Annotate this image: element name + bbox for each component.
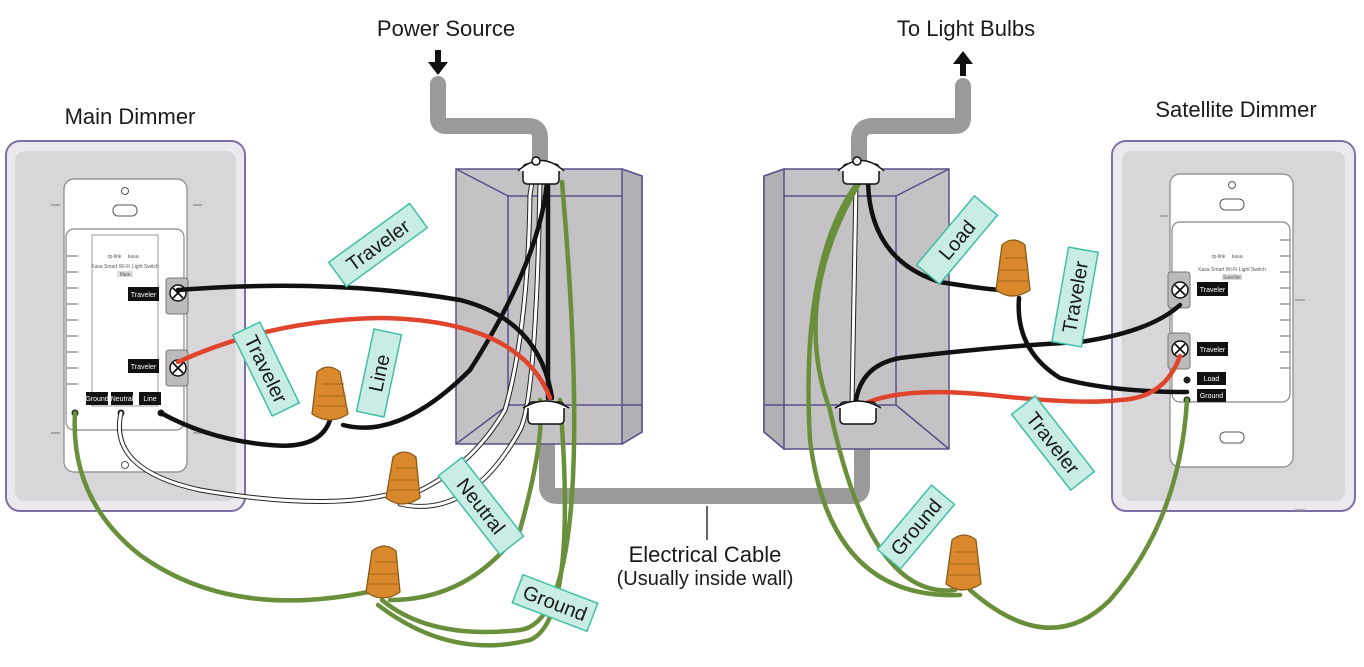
main-terminal-traveler-2: Traveler bbox=[131, 364, 157, 371]
main-terminal-ground: Ground bbox=[85, 396, 108, 403]
main-dimmer-device: tp-link kasa Kasa Smart Wi-Fi Light Swit… bbox=[5, 140, 246, 512]
arrow-up-icon bbox=[953, 51, 973, 76]
tag-neutral: Neutral bbox=[437, 456, 525, 556]
main-model-badge: Main bbox=[120, 272, 131, 278]
main-terminal-traveler-1: Traveler bbox=[131, 292, 157, 299]
satellite-brand-tplink: tp-link bbox=[1212, 254, 1226, 260]
tag-traveler-main-top: Traveler bbox=[327, 202, 429, 288]
main-product-name: Kasa Smart Wi-Fi Light Switch bbox=[91, 264, 159, 270]
main-dimmer-label: Main Dimmer bbox=[65, 104, 196, 129]
electrical-cable-label: Electrical Cable bbox=[629, 542, 782, 567]
main-terminal-line: Line bbox=[143, 396, 156, 403]
tag-line: Line bbox=[355, 328, 403, 418]
wires bbox=[72, 179, 1190, 648]
wire-nut-icon bbox=[995, 239, 1031, 297]
satellite-terminal-traveler-2: Traveler bbox=[1200, 347, 1226, 354]
satellite-terminal-traveler-1: Traveler bbox=[1200, 287, 1226, 294]
conduits bbox=[430, 76, 971, 504]
satellite-terminal-ground: Ground bbox=[1200, 393, 1223, 400]
main-terminal-neutral: Neutral bbox=[111, 396, 134, 403]
main-brand-kasa: kasa bbox=[128, 254, 139, 260]
to-light-bulbs-label: To Light Bulbs bbox=[897, 16, 1035, 41]
wire-nut-icon bbox=[311, 366, 349, 421]
wire-nut-icon bbox=[365, 545, 401, 599]
cable-clamps bbox=[517, 156, 885, 425]
tag-ground-left: Ground bbox=[511, 573, 599, 633]
satellite-dimmer-device: tp-link kasa Kasa Smart Wi-Fi Light Swit… bbox=[1111, 140, 1356, 512]
arrow-down-icon bbox=[428, 50, 448, 75]
usually-inside-wall-label: (Usually inside wall) bbox=[617, 568, 794, 590]
screw-icon bbox=[1171, 340, 1189, 358]
screw-icon bbox=[1171, 281, 1189, 299]
satellite-product-name: Kasa Smart Wi-Fi Light Switch bbox=[1198, 267, 1266, 273]
satellite-switch-body bbox=[1171, 221, 1291, 403]
power-source-label: Power Source bbox=[377, 16, 515, 41]
satellite-dimmer-label: Satellite Dimmer bbox=[1155, 97, 1316, 122]
satellite-model-badge: Satellite bbox=[1223, 275, 1241, 281]
satellite-brand-kasa: kasa bbox=[1232, 254, 1243, 260]
tag-ground-right: Ground bbox=[876, 484, 956, 570]
tag-traveler-sat-bottom: Traveler bbox=[1010, 394, 1096, 492]
wire-nut-icon bbox=[945, 534, 982, 591]
main-brand-tplink: tp-link bbox=[108, 254, 122, 260]
tag-traveler-sat-top: Traveler bbox=[1051, 246, 1099, 348]
wire-nut-icon bbox=[385, 451, 421, 505]
satellite-terminal-load: Load bbox=[1204, 376, 1220, 383]
